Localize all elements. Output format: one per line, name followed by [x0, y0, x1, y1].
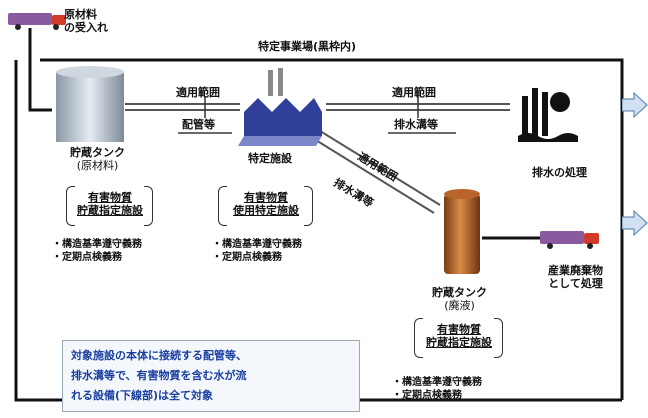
box3-bracket-right — [494, 318, 503, 358]
note-box: 対象施設の本体に接続する配管等、 排水溝等で、有害物質を含む水が流 れる設備(下… — [62, 340, 360, 412]
outflow-arrow-icon — [622, 210, 648, 236]
drain-top-label: 排水溝等 — [394, 118, 438, 131]
scope-top-right: 適用範囲 — [392, 86, 436, 99]
box1-label: 有害物質貯蔵指定施設 — [77, 191, 143, 217]
note-line: れる設備(下線部)は全て対象 — [71, 389, 214, 402]
note-line: 排水溝等で、有害物質を含む水が流 — [71, 369, 247, 382]
raw-tank-label: 貯蔵タンク(原材料) — [70, 146, 125, 172]
waste-tank-icon — [444, 189, 480, 274]
duties3-list: ・構造基準遵守義務・定期点検義務 — [392, 377, 482, 401]
box2-bracket-left — [218, 186, 227, 226]
note-line: 対象施設の本体に接続する配管等、 — [71, 349, 247, 362]
site-label: 特定事業場(黒枠内) — [258, 40, 357, 53]
box2-bracket-right — [304, 186, 313, 226]
facility-label: 特定施設 — [248, 152, 292, 165]
wastewater-label: 排水の処理 — [532, 166, 587, 179]
outflow-arrow-icon — [622, 92, 648, 118]
waste-tank-label: 貯蔵タンク(廃液) — [432, 286, 487, 312]
scope-top-left: 適用範囲 — [176, 86, 220, 99]
waste-truck-icon — [540, 231, 599, 249]
pipe-label: 配管等 — [182, 118, 215, 131]
industrial-waste-label: 産業廃棄物として処理 — [548, 264, 603, 290]
box1-bracket-right — [144, 186, 153, 226]
truck-receive-label: 原材料の受入れ — [64, 8, 108, 34]
truck-icon — [8, 13, 66, 30]
box3-bracket-left — [414, 318, 423, 358]
box2-label: 有害物質使用特定施設 — [233, 191, 299, 217]
duties1-list: ・構造基準遵守義務・定期点検義務 — [52, 239, 142, 263]
box3-label: 有害物質貯蔵指定施設 — [426, 323, 492, 349]
wastewater-icon — [518, 88, 578, 142]
factory-icon — [238, 68, 322, 146]
raw-tank-icon — [56, 66, 124, 142]
duties2-list: ・構造基準遵守義務・定期点検義務 — [212, 239, 302, 263]
box1-bracket-left — [66, 186, 75, 226]
